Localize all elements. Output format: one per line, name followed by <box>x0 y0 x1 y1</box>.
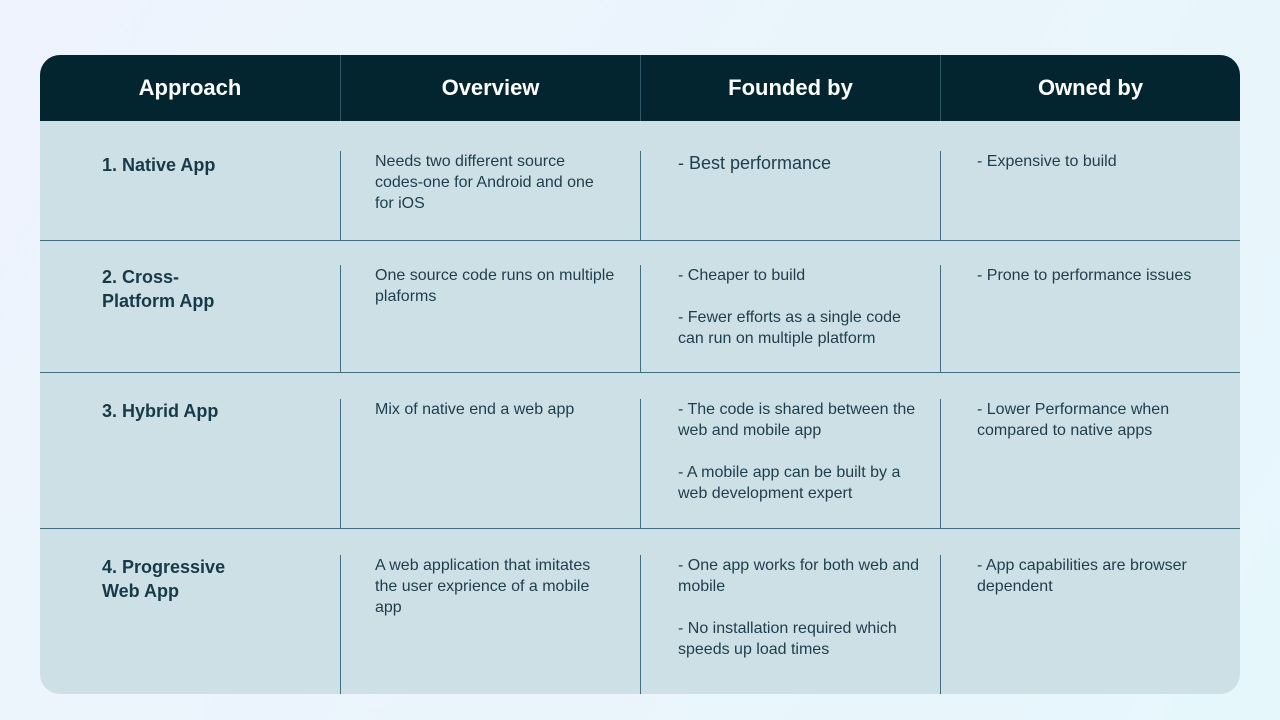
overview-cell: A web application that imitates the user… <box>340 555 640 694</box>
overview-cell: Needs two different source codes-one for… <box>340 151 640 240</box>
founded-text: - One app works for both web and mobile <box>678 557 920 595</box>
approach-name: 2. Cross-Platform App <box>102 267 215 311</box>
founded-cell: - Cheaper to build - Fewer efforts as a … <box>640 265 940 372</box>
overview-text: Mix of native end a web app <box>375 401 575 418</box>
table-row: 4. Progressive Web App A web application… <box>40 528 1240 694</box>
table-header: Approach Overview Founded by Owned by <box>40 55 1240 121</box>
owned-text: - App capabilities are browser dependent <box>977 557 1187 595</box>
owned-cell: - App capabilities are browser dependent <box>940 555 1240 694</box>
header-approach: Approach <box>138 75 242 100</box>
founded-cell: - The code is shared between the web and… <box>640 399 940 528</box>
overview-text: One source code runs on multiple plaform… <box>375 267 615 305</box>
founded-text: - No installation required which speeds … <box>678 620 897 658</box>
approach-cell: 1. Native App <box>40 151 340 240</box>
approach-name: 3. Hybrid App <box>102 401 219 421</box>
header-founded-by: Founded by <box>640 55 940 121</box>
owned-text: - Prone to performance issues <box>977 267 1192 284</box>
table-row: 1. Native App Needs two different source… <box>40 121 1240 240</box>
overview-cell: One source code runs on multiple plaform… <box>340 265 640 372</box>
header-overview: Overview <box>340 55 640 121</box>
approach-name: 1. Native App <box>102 155 216 175</box>
overview-cell: Mix of native end a web app <box>340 399 640 528</box>
founded-cell: - Best performance <box>640 151 940 240</box>
overview-text: A web application that imitates the user… <box>375 557 591 616</box>
approach-name: 4. Progressive Web App <box>102 557 226 601</box>
owned-cell: - Prone to performance issues <box>940 265 1240 372</box>
owned-text: - Expensive to build <box>977 153 1117 170</box>
founded-text: - A mobile app can be built by a web dev… <box>678 464 901 502</box>
table-row: 2. Cross-Platform App One source code ru… <box>40 240 1240 372</box>
founded-text: - Cheaper to build <box>678 267 806 284</box>
comparison-table: Approach Overview Founded by Owned by 1.… <box>40 55 1240 694</box>
header-owned-by: Owned by <box>940 55 1240 121</box>
table-row: 3. Hybrid App Mix of native end a web ap… <box>40 372 1240 528</box>
approach-cell: 3. Hybrid App <box>40 399 340 528</box>
founded-text: - The code is shared between the web and… <box>678 401 916 439</box>
owned-cell: - Lower Performance when compared to nat… <box>940 399 1240 528</box>
overview-text: Needs two different source codes-one for… <box>375 153 594 212</box>
approach-cell: 2. Cross-Platform App <box>40 265 340 372</box>
owned-text: - Lower Performance when compared to nat… <box>977 401 1170 439</box>
approach-cell: 4. Progressive Web App <box>40 555 340 694</box>
founded-text: - Fewer efforts as a single code can run… <box>678 309 901 347</box>
founded-cell: - One app works for both web and mobile … <box>640 555 940 694</box>
owned-cell: - Expensive to build <box>940 151 1240 240</box>
founded-text: - Best performance <box>678 153 832 173</box>
